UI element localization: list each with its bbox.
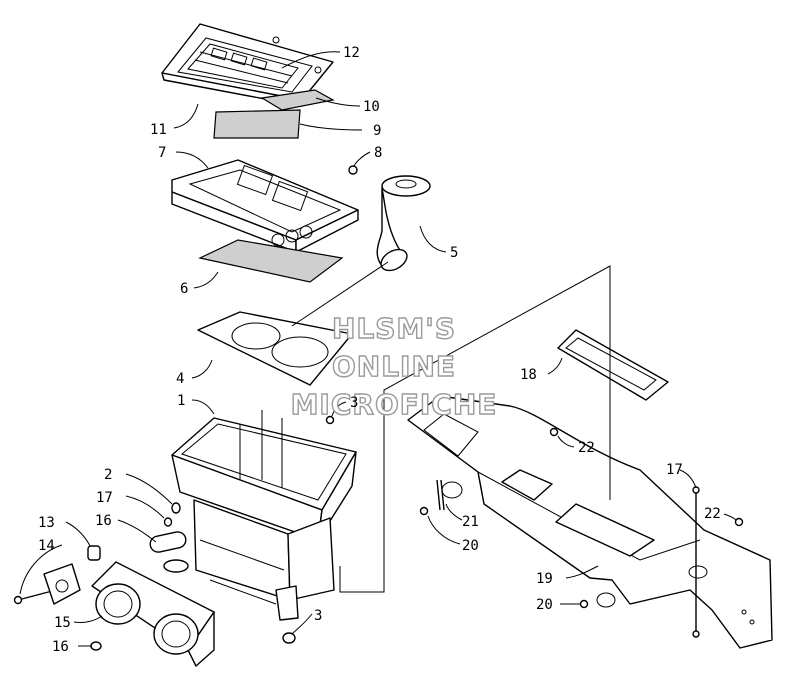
callout-labels: 12 10 11 9 7 8 5 6 4 1 3 2 17 16 13 14 1… <box>38 45 721 655</box>
callout-13: 13 <box>38 515 55 531</box>
part-22-nut-upper <box>549 427 559 437</box>
callout-7: 7 <box>158 145 166 161</box>
callout-15: 15 <box>54 615 71 631</box>
callout-8: 8 <box>374 145 382 161</box>
watermark-line-3: MICROFICHE <box>291 388 498 421</box>
part-18-gasket <box>557 329 669 401</box>
callout-22-upper: 22 <box>578 440 595 456</box>
part-20-screw-upper <box>419 506 429 516</box>
callout-10: 10 <box>363 99 380 115</box>
watermark-line-2: ONLINE <box>332 350 456 383</box>
part-1-airbox <box>171 410 357 621</box>
callout-9: 9 <box>373 123 381 139</box>
callout-21: 21 <box>462 514 479 530</box>
part-14-bolt <box>13 563 81 605</box>
callout-1: 1 <box>177 393 185 409</box>
part-9-foam <box>213 109 301 139</box>
leader-lines <box>19 51 737 647</box>
part-4-plate <box>197 311 353 386</box>
part-5-elbow <box>376 175 431 272</box>
callout-18: 18 <box>520 367 537 383</box>
assembly-lines <box>291 261 611 593</box>
callout-4: 4 <box>176 371 184 387</box>
part-21-pin <box>436 479 463 511</box>
callout-6: 6 <box>180 281 188 297</box>
part-8-screw <box>348 165 358 175</box>
callout-19: 19 <box>536 571 553 587</box>
part-3-grommet-upper <box>325 415 335 425</box>
watermark: HLSM'S ONLINE MICROFICHE <box>290 311 498 421</box>
callout-3-upper: 3 <box>350 395 358 411</box>
part-19-console <box>407 395 773 649</box>
callout-20-upper: 20 <box>462 538 479 554</box>
part-7-tray <box>171 159 359 253</box>
part-6-foam <box>198 239 344 283</box>
part-17-bolt-right <box>692 486 700 638</box>
callout-16-upper: 16 <box>95 513 112 529</box>
callout-5: 5 <box>450 245 458 261</box>
callout-14: 14 <box>38 538 55 554</box>
callout-11: 11 <box>150 122 167 138</box>
part-17-fastener-left <box>163 517 173 527</box>
callout-16-lower: 16 <box>52 639 69 655</box>
callout-12: 12 <box>343 45 360 61</box>
callout-22-right: 22 <box>704 506 721 522</box>
watermark-line-1: HLSM'S <box>332 312 456 345</box>
part-16-clamp <box>149 531 189 573</box>
part-15-outlet <box>91 561 215 667</box>
part-22-nut-right <box>734 517 744 527</box>
part-13-bushing <box>87 545 101 561</box>
callout-17-left: 17 <box>96 490 113 506</box>
part-16-cap <box>90 641 102 651</box>
part-2-fitting <box>171 502 181 514</box>
callout-17-right: 17 <box>666 462 683 478</box>
callout-2: 2 <box>104 467 112 483</box>
callout-20-lower: 20 <box>536 597 553 613</box>
callout-3-lower: 3 <box>314 608 322 624</box>
part-3-grommet-lower <box>282 632 296 644</box>
part-20-screw-lower <box>579 592 616 609</box>
part-10-foam <box>260 89 335 111</box>
